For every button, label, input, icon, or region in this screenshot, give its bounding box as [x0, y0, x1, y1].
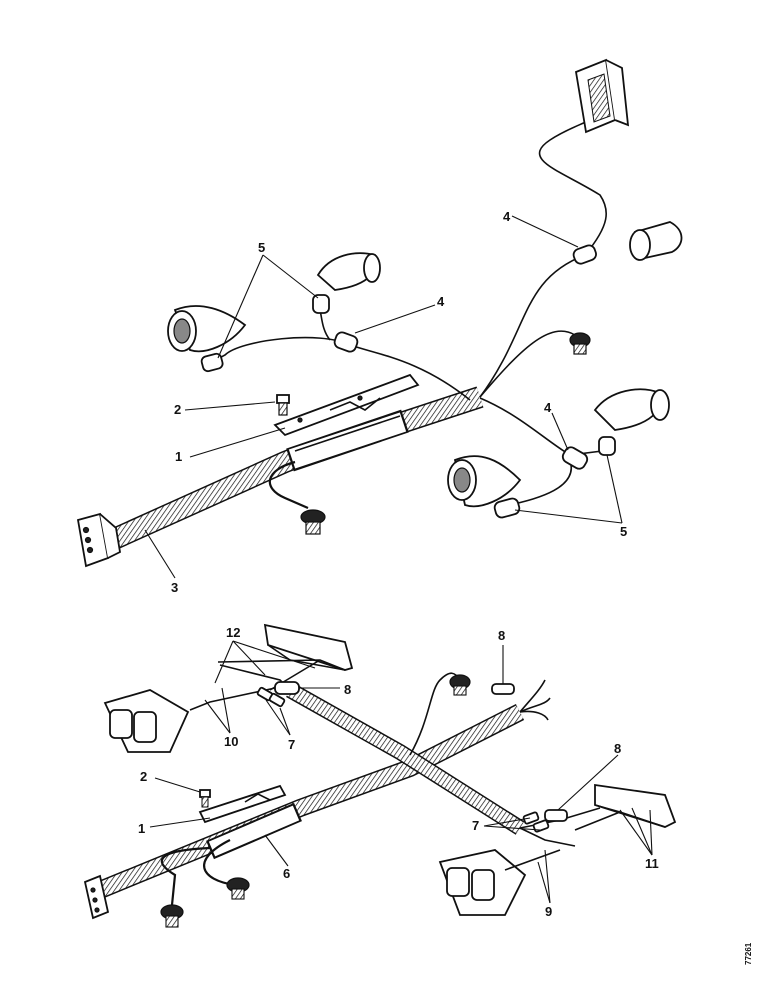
- lower-multipin-connector: [83, 874, 110, 920]
- socket-small-3: [598, 436, 616, 456]
- lower-callout-6: 6: [283, 866, 290, 881]
- upper-callout-4-left: 4: [437, 294, 445, 309]
- lower-callout-1: 1: [138, 821, 145, 836]
- socket-small-4: [493, 497, 521, 519]
- lower-connectors-7-right: [522, 811, 550, 833]
- rect-lamp-upper-left: [103, 689, 190, 753]
- upper-grommet: [569, 332, 591, 355]
- rect-lamp-right: [594, 783, 677, 828]
- lower-grommet: [449, 674, 471, 696]
- lower-callout-12: 12: [226, 625, 240, 640]
- upper-callout-4-top: 4: [503, 209, 511, 224]
- lower-earth-terminal-1: [160, 904, 184, 928]
- plate-number: 77261: [744, 942, 753, 965]
- upper-leader-lines: [144, 215, 623, 579]
- socket-upper-right: [561, 446, 589, 470]
- upper-harness-assembly: 1 2 3 4 4 4 5 5: [76, 58, 683, 595]
- lamp-holder-mid-right: [593, 388, 670, 431]
- lamp-holder-upper-left: [167, 305, 247, 353]
- socket-small-2: [200, 352, 224, 373]
- socket-upper-left: [333, 331, 359, 353]
- lamp-holder-upper-mid: [316, 252, 381, 291]
- festoon-holder: [574, 58, 630, 134]
- lower-callout-8-top: 8: [498, 628, 505, 643]
- upper-earth-terminal: [300, 509, 326, 535]
- upper-callout-4-right: 4: [544, 400, 552, 415]
- lower-callout-2: 2: [140, 769, 147, 784]
- lamp-holder-top-right: [629, 221, 683, 261]
- lower-callout-8-right: 8: [614, 741, 621, 756]
- lower-callout-7-right: 7: [472, 818, 479, 833]
- lower-leader-lines: [149, 640, 653, 904]
- upper-callout-3: 3: [171, 580, 178, 595]
- lower-callout-11: 11: [645, 856, 659, 871]
- socket-small-1: [312, 294, 330, 314]
- lower-bolt: [199, 789, 211, 808]
- socket-upper-top: [572, 244, 597, 265]
- lower-callout-8-left: 8: [344, 682, 351, 697]
- upper-callout-2: 2: [174, 402, 181, 417]
- lamp-holder-lower-right: [447, 455, 522, 508]
- lower-connector-8-right: [544, 809, 568, 822]
- upper-bracket: [273, 373, 420, 437]
- lower-connectors-7-left: [256, 686, 286, 708]
- upper-multipin-connector: [76, 512, 121, 568]
- lower-callout-7-left: 7: [288, 737, 295, 752]
- upper-callout-5-top: 5: [258, 240, 265, 255]
- lower-connector-8-left: [274, 681, 300, 695]
- upper-callout-5-bottom: 5: [620, 524, 627, 539]
- lower-harness-assembly: 1 2 6 7 7 8 8 8 9 10 11 12: [83, 623, 677, 928]
- lower-earth-terminal-2: [226, 877, 250, 900]
- rect-lamp-upper-right: [263, 623, 354, 671]
- lower-callout-9: 9: [545, 904, 552, 919]
- lower-loose-connector-8: [491, 683, 515, 695]
- rect-lamp-lower-right: [438, 849, 527, 916]
- lower-callout-10: 10: [224, 734, 238, 749]
- upper-bolt: [276, 394, 290, 416]
- upper-callout-1: 1: [175, 449, 182, 464]
